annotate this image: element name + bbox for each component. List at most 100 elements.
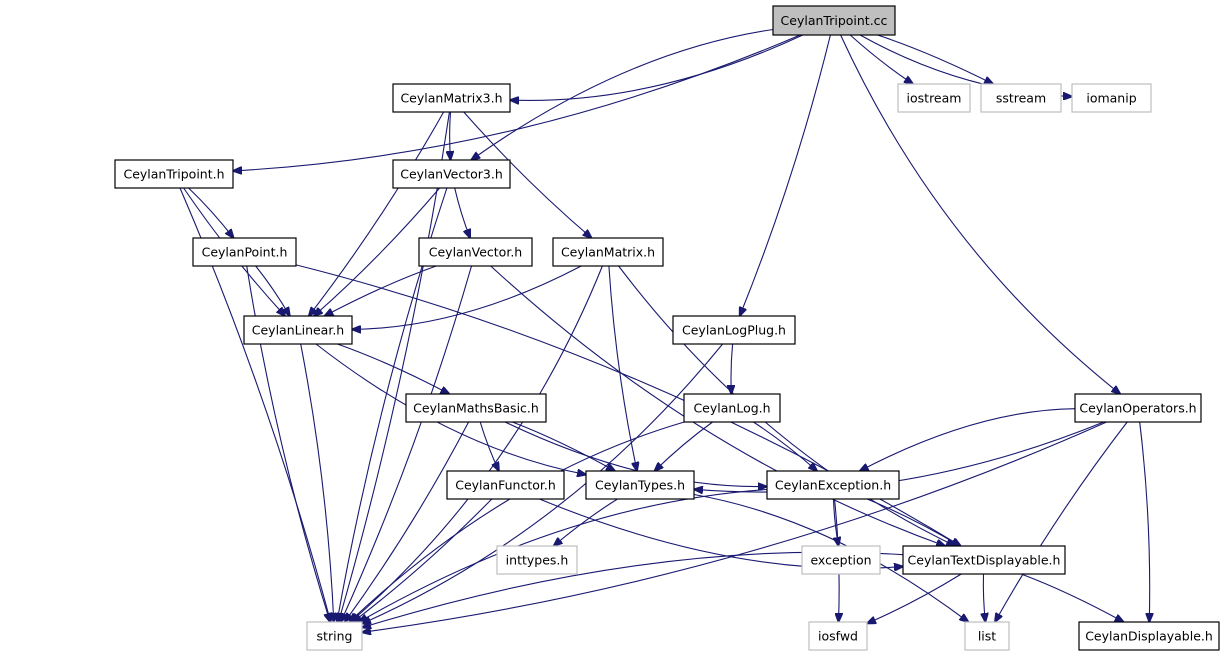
node-label: string [317, 629, 353, 644]
edge-matrix3-to-vector3 [450, 111, 451, 160]
node-matrix3[interactable]: CeylanMatrix3.h [392, 83, 511, 113]
edge-logplug-to-string [362, 343, 724, 624]
edge-tripoint_cc-to-matrix3 [510, 34, 804, 100]
edge-textdisplayable-to-displayable [1021, 573, 1123, 622]
edge-point-to-linear [255, 265, 290, 316]
node-tripoint_cc[interactable]: CeylanTripoint.cc [772, 5, 896, 36]
node-box [766, 470, 900, 500]
node-list: list [964, 621, 1010, 651]
node-box [772, 5, 896, 36]
edge-tripoint_cc-to-tripoint_h [233, 34, 801, 171]
node-label: CeylanMatrix3.h [400, 91, 502, 106]
node-label: CeylanTripoint.cc [781, 13, 888, 28]
edge-vector3-to-vector [454, 187, 470, 238]
node-mathsbasic[interactable]: CeylanMathsBasic.h [405, 393, 547, 423]
edge-types-to-inttypes [554, 498, 618, 546]
edge-linear-to-mathsbasic [337, 343, 449, 394]
edge-matrix3-to-linear [309, 111, 445, 316]
node-box [897, 83, 971, 113]
edge-matrix3-to-matrix [463, 111, 592, 238]
node-label: iomanip [1086, 91, 1136, 106]
edge-log-to-exception_h [753, 421, 817, 471]
node-box [683, 393, 781, 423]
edge-operators-to-displayable [1139, 421, 1150, 622]
node-vector3[interactable]: CeylanVector3.h [392, 159, 511, 189]
edge-mathsbasic-to-types [512, 421, 615, 471]
node-box [801, 545, 881, 575]
edge-tripoint_cc-to-vector3 [471, 28, 774, 161]
node-string: string [306, 621, 363, 651]
node-functor[interactable]: CeylanFunctor.h [446, 470, 565, 500]
node-sstream: sstream [980, 83, 1062, 113]
node-label: sstream [996, 91, 1046, 106]
edge-exception_h-to-string [359, 488, 768, 623]
node-label: CeylanMatrix.h [561, 245, 655, 260]
node-label: list [978, 629, 996, 644]
edge-vector3-to-linear [314, 187, 441, 316]
edge-point-to-string [246, 265, 330, 622]
node-box [672, 315, 796, 345]
node-vector[interactable]: CeylanVector.h [418, 237, 533, 267]
edge-types-to-list [693, 493, 968, 623]
node-label: CeylanLogPlug.h [682, 323, 786, 338]
node-box [446, 470, 565, 500]
node-tripoint_h[interactable]: CeylanTripoint.h [114, 159, 234, 189]
edge-tripoint_cc-to-iostream [849, 34, 913, 84]
node-box [902, 545, 1066, 575]
edge-vector-to-textdisplayable [490, 265, 945, 546]
node-label: CeylanTypes.h [595, 478, 685, 493]
node-label: CeylanMathsBasic.h [413, 401, 539, 416]
node-matrix[interactable]: CeylanMatrix.h [552, 237, 664, 267]
node-box [1074, 393, 1202, 423]
node-box [392, 83, 511, 113]
node-label: exception [810, 553, 871, 568]
node-textdisplayable[interactable]: CeylanTextDisplayable.h [902, 545, 1066, 575]
edge-tripoint_cc-to-logplug [740, 34, 831, 316]
node-box [808, 621, 868, 651]
edge-operators-to-string [362, 421, 1107, 632]
edge-textdisplayable-to-list [983, 573, 985, 622]
node-box [1078, 621, 1220, 651]
node-exception_h[interactable]: CeylanException.h [766, 470, 900, 500]
node-iostream: iostream [897, 83, 971, 113]
node-box [964, 621, 1010, 651]
node-box [192, 237, 297, 267]
node-label: CeylanLog.h [693, 401, 770, 416]
edge-operators-to-list [995, 421, 1128, 622]
node-box [392, 159, 511, 189]
edge-vector-to-linear [325, 265, 437, 316]
node-label: iosfwd [818, 629, 858, 644]
node-logplug[interactable]: CeylanLogPlug.h [672, 315, 796, 345]
node-point[interactable]: CeylanPoint.h [192, 237, 297, 267]
node-displayable[interactable]: CeylanDisplayable.h [1078, 621, 1220, 651]
edge-matrix-to-types [608, 265, 637, 471]
node-types[interactable]: CeylanTypes.h [585, 470, 695, 500]
edge-logplug-to-log [731, 343, 733, 394]
node-box [114, 159, 234, 189]
node-box [243, 315, 353, 345]
node-label: iostream [907, 91, 962, 106]
edge-mathsbasic-to-functor [479, 421, 499, 471]
node-operators[interactable]: CeylanOperators.h [1074, 393, 1202, 423]
node-label: CeylanLinear.h [252, 323, 344, 338]
node-linear[interactable]: CeylanLinear.h [243, 315, 353, 345]
node-log[interactable]: CeylanLog.h [683, 393, 781, 423]
edge-tripoint_cc-to-sstream [877, 34, 994, 84]
node-label: CeylanPoint.h [202, 245, 288, 260]
edge-log-to-types [655, 421, 713, 471]
node-exception: exception [801, 545, 881, 575]
node-iomanip: iomanip [1071, 83, 1152, 113]
edge-linear-to-string [300, 343, 334, 622]
edge-matrix-to-textdisplayable [618, 265, 956, 546]
node-label: CeylanTextDisplayable.h [908, 553, 1061, 568]
node-box [552, 237, 664, 267]
edge-log-to-string [349, 421, 685, 622]
edge-point-to-textdisplayable [295, 264, 961, 546]
edge-linear-to-types [315, 343, 586, 475]
node-label: CeylanVector.h [429, 245, 522, 260]
node-box [306, 621, 363, 651]
edge-tripoint_cc-to-operators [840, 34, 1121, 394]
edge-matrix-to-linear [352, 265, 582, 329]
